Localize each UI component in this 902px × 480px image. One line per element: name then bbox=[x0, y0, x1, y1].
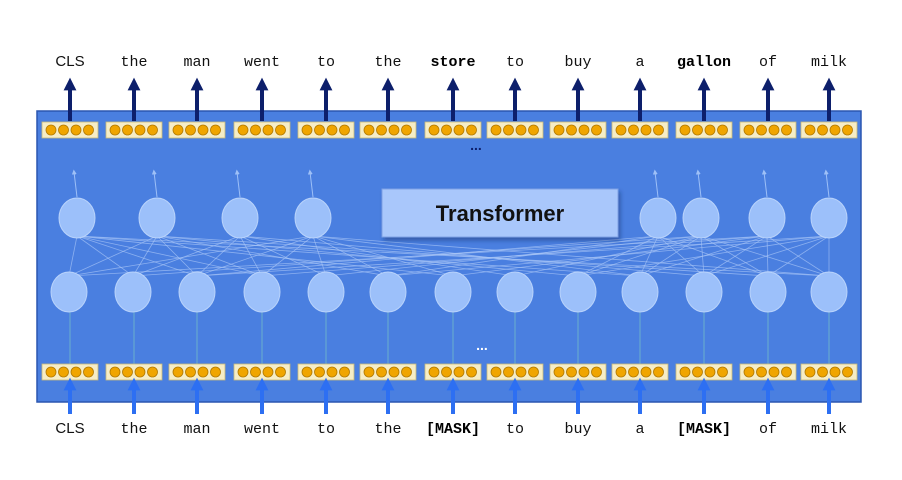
output-token-label: man bbox=[183, 54, 210, 71]
output-token-label: went bbox=[244, 54, 280, 71]
input-token-label: of bbox=[759, 421, 777, 438]
transformer-label: Transformer bbox=[436, 201, 565, 226]
input-embedding bbox=[233, 363, 291, 381]
lower-node bbox=[243, 271, 281, 313]
input-embedding bbox=[105, 363, 163, 381]
lower-node bbox=[559, 271, 597, 313]
input-token-label: the bbox=[120, 421, 147, 438]
output-token-label: a bbox=[635, 54, 644, 71]
upper-node bbox=[639, 197, 677, 239]
lower-node bbox=[307, 271, 345, 313]
upper-node bbox=[748, 197, 786, 239]
ellipsis-bottom: ... bbox=[476, 337, 488, 353]
output-token-label: CLS bbox=[55, 53, 84, 70]
input-token-label: CLS bbox=[55, 420, 84, 437]
faint-arrow bbox=[695, 169, 702, 198]
output-token-label: to bbox=[317, 54, 335, 71]
output-embedding bbox=[105, 121, 163, 139]
upper-node bbox=[294, 197, 332, 239]
faint-arrow bbox=[71, 169, 78, 198]
lower-node bbox=[685, 271, 723, 313]
lower-node bbox=[749, 271, 787, 313]
input-token-label: to bbox=[506, 421, 524, 438]
output-token-label: the bbox=[374, 54, 401, 71]
faint-arrow bbox=[823, 169, 830, 198]
input-token-label: [MASK] bbox=[677, 421, 731, 438]
lower-node bbox=[496, 271, 534, 313]
output-token-label: milk bbox=[811, 54, 847, 71]
faint-arrow bbox=[234, 169, 241, 198]
input-token-label: man bbox=[183, 421, 210, 438]
upper-node-layer bbox=[58, 197, 848, 239]
input-embedding bbox=[297, 363, 355, 381]
upper-node bbox=[138, 197, 176, 239]
faint-arrow bbox=[652, 169, 659, 198]
input-token-labels: CLS the man went to the [MASK] to buy a [MASK] of mi… bbox=[55, 420, 847, 438]
ellipsis-top: ... bbox=[470, 137, 482, 153]
input-embedding bbox=[359, 363, 417, 381]
lower-node bbox=[178, 271, 216, 313]
input-token-label: milk bbox=[811, 421, 847, 438]
output-token-label: store bbox=[430, 54, 475, 71]
input-token-label: buy bbox=[564, 421, 591, 438]
transformer-panel bbox=[36, 110, 862, 403]
input-embedding bbox=[611, 363, 669, 381]
lower-node bbox=[114, 271, 152, 313]
input-embedding-row bbox=[41, 363, 858, 381]
upper-node bbox=[58, 197, 96, 239]
output-embedding bbox=[41, 121, 99, 139]
upper-node bbox=[221, 197, 259, 239]
upper-node bbox=[682, 197, 720, 239]
input-embedding bbox=[41, 363, 99, 381]
output-embedding bbox=[359, 121, 417, 139]
input-embedding bbox=[424, 363, 482, 381]
input-embedding bbox=[168, 363, 226, 381]
output-embedding bbox=[233, 121, 291, 139]
input-arrows bbox=[63, 377, 836, 414]
input-token-label: the bbox=[374, 421, 401, 438]
output-embedding bbox=[168, 121, 226, 139]
output-embedding-row bbox=[41, 121, 858, 139]
lower-node bbox=[434, 271, 472, 313]
output-embedding bbox=[424, 121, 482, 139]
input-embedding bbox=[549, 363, 607, 381]
output-embedding bbox=[486, 121, 544, 139]
input-token-label: went bbox=[244, 421, 280, 438]
input-embedding bbox=[675, 363, 733, 381]
output-token-label: buy bbox=[564, 54, 591, 71]
output-embedding bbox=[611, 121, 669, 139]
output-token-label: of bbox=[759, 54, 777, 71]
output-embedding bbox=[549, 121, 607, 139]
output-embedding bbox=[297, 121, 355, 139]
output-token-label: gallon bbox=[677, 54, 731, 71]
input-embedding bbox=[800, 363, 858, 381]
transformer-label-box bbox=[381, 188, 619, 238]
faint-arrow bbox=[151, 169, 158, 198]
lower-node bbox=[369, 271, 407, 313]
output-token-label: to bbox=[506, 54, 524, 71]
lower-node bbox=[621, 271, 659, 313]
output-token-label: the bbox=[120, 54, 147, 71]
output-arrows bbox=[63, 77, 836, 121]
lower-node bbox=[50, 271, 88, 313]
output-embedding bbox=[739, 121, 797, 139]
output-token-labels: CLS the man went to the store to buy a gallon of mil… bbox=[55, 53, 847, 71]
input-token-label: [MASK] bbox=[426, 421, 480, 438]
faint-arrow bbox=[761, 169, 768, 198]
input-stems bbox=[69, 310, 830, 366]
lower-node bbox=[810, 271, 848, 313]
lower-node-layer bbox=[50, 271, 848, 313]
upper-faint-arrows bbox=[71, 169, 830, 198]
upper-node bbox=[810, 197, 848, 239]
attention-connections bbox=[68, 235, 830, 277]
input-embedding bbox=[739, 363, 797, 381]
output-embedding bbox=[800, 121, 858, 139]
input-token-label: a bbox=[635, 421, 644, 438]
faint-arrow bbox=[307, 169, 314, 198]
input-token-label: to bbox=[317, 421, 335, 438]
output-embedding bbox=[675, 121, 733, 139]
input-embedding bbox=[486, 363, 544, 381]
